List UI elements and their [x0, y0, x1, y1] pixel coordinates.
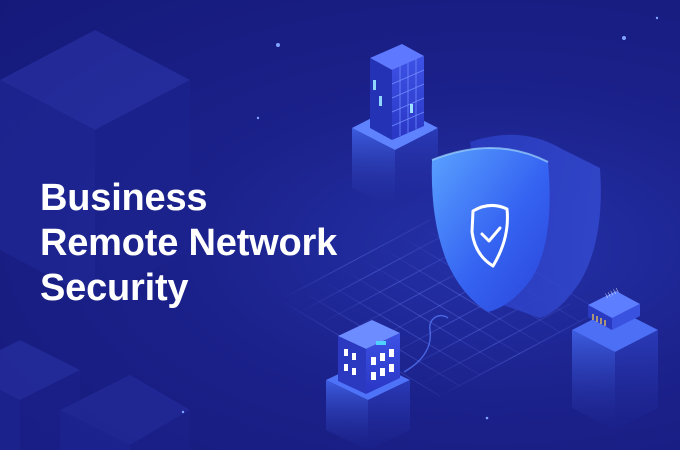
office-building-icon [391, 59, 425, 136]
headline-line-2: Remote Network [40, 222, 338, 264]
check-mark-icon [470, 204, 509, 268]
security-shield-icon [431, 134, 601, 318]
apartment-building-icon [344, 349, 394, 380]
headline-line-3: Security [40, 267, 189, 309]
network-router [572, 291, 658, 430]
background-cubes [0, 30, 190, 450]
apartment-building [326, 320, 410, 450]
headline-line-1: Business [40, 177, 208, 219]
network-cable [403, 314, 449, 373]
headline: Business Remote Network Security [40, 176, 337, 311]
network-router-icon [588, 291, 640, 330]
stars [181, 16, 659, 420]
office-tower [352, 44, 438, 210]
